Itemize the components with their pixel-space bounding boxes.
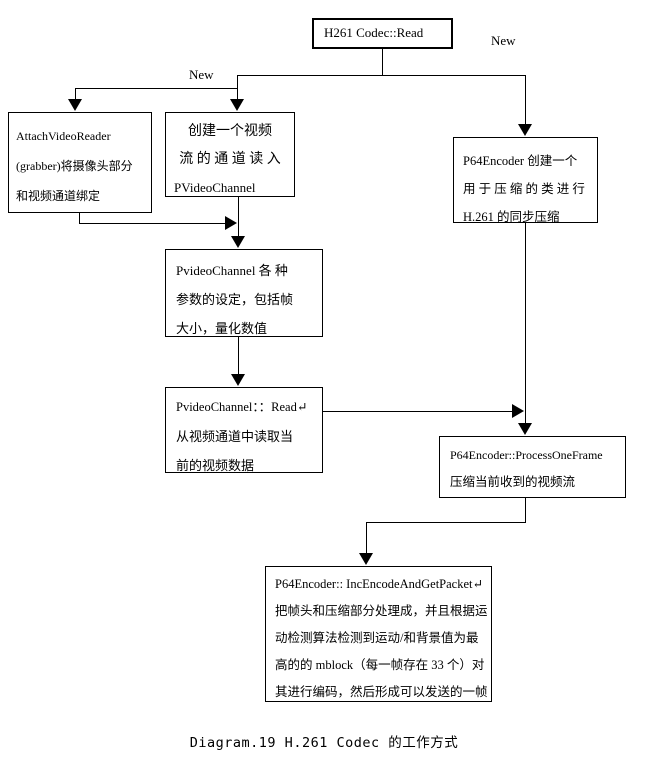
node-line: P64Encoder::ProcessOneFrame [450, 448, 603, 462]
node-line: 用 于 压 缩 的 类 进 行 [463, 182, 585, 196]
diagram-caption: Diagram.19 H.261 Codec 的工作方式 [189, 735, 459, 751]
arrowhead-into-attach-video-reader [68, 99, 82, 111]
node-line: P64Encoder:: IncEncodeAndGetPacket↵ [275, 577, 483, 591]
node-line: 其进行编码，然后形成可以发送的一帧 [275, 685, 488, 699]
connector-to-incencode-down [366, 522, 367, 555]
connector-main-horizontal [237, 75, 525, 76]
connector-attach-branch-down [75, 88, 76, 101]
node-line: 从视频通道中读取当 [176, 429, 294, 444]
node-p64encoder-create: P64Encoder 创建一个 用 于 压 缩 的 类 进 行 H.261 的同… [453, 137, 598, 224]
node-pvideochannel-params: PvideoChannel 各 种 参数的设定，包括帧 大小，量化数值 [165, 249, 323, 337]
connector-process-bottom-down [525, 498, 526, 523]
connector-attach-bottom-right [79, 223, 226, 224]
arrowhead-into-process-one-frame [518, 423, 532, 435]
node-line: (grabber)将摄像头部分 [16, 159, 133, 173]
node-line: PvideoChannel 各 种 [176, 263, 288, 278]
node-line: 参数的设定，包括帧 [176, 292, 294, 307]
node-label: H261 Codec::Read [324, 25, 424, 40]
node-line: H.261 的同步压缩 [463, 210, 560, 224]
connector-left-horizontal [75, 88, 238, 89]
connector-p64-branch-down [525, 75, 526, 126]
node-line: PVideoChannel [174, 180, 256, 195]
node-line: PvideoChannel：：Read↵ [176, 400, 308, 414]
node-line: 动检测算法检测到运动/和背景值为最 [275, 631, 479, 645]
arrowhead-into-pvideochannel-read [231, 374, 245, 386]
arrowhead-attach-join [225, 216, 237, 230]
node-line: P64Encoder 创建一个 [463, 154, 578, 168]
node-line: 和视频通道绑定 [16, 189, 101, 203]
node-line: 把帧头和压缩部分处理成，并且根据运 [275, 604, 488, 618]
connector-p64-to-process [525, 223, 526, 424]
node-line: 流 的 通 道 读 入 [179, 152, 281, 167]
node-p64encoder-process-one-frame: P64Encoder::ProcessOneFrame 压缩当前收到的视频流 [439, 436, 626, 498]
arrowhead-into-create-video-channel [230, 99, 244, 111]
node-line: 高的的 mblock（每一帧存在 33 个）对 [275, 658, 485, 672]
node-line: 前的视频数据 [176, 458, 255, 473]
arrowhead-read-join [512, 404, 524, 418]
node-line: 创建一个视频 [188, 124, 272, 139]
connector-params-to-read [238, 337, 239, 376]
connector-top-box-down [382, 49, 383, 76]
connector-attach-bottom-down [79, 213, 80, 224]
node-create-video-channel: 创建一个视频 流 的 通 道 读 入 PVideoChannel [165, 112, 295, 197]
node-line: 压缩当前收到的视频流 [450, 475, 576, 489]
node-p64encoder-inc-encode: P64Encoder:: IncEncodeAndGetPacket↵ 把帧头和… [265, 566, 492, 702]
node-line: 大小，量化数值 [176, 321, 268, 336]
connector-create-to-params [238, 197, 239, 238]
connector-process-bottom-left [366, 522, 526, 523]
connector-read-to-process [323, 411, 513, 412]
arrowhead-into-p64encoder-create [518, 124, 532, 136]
node-pvideochannel-read: PvideoChannel：：Read↵ 从视频通道中读取当 前的视频数据 [165, 387, 323, 473]
new-label-left: New [189, 67, 214, 82]
node-line: AttachVideoReader [16, 129, 111, 143]
arrowhead-into-inc-encode [359, 553, 373, 565]
arrowhead-into-pvideochannel-params [231, 236, 245, 248]
node-attach-video-reader: AttachVideoReader (grabber)将摄像头部分 和视频通道绑… [8, 112, 152, 213]
new-label-right: New [491, 33, 516, 48]
node-h261-codec-read: H261 Codec::Read [312, 18, 453, 49]
